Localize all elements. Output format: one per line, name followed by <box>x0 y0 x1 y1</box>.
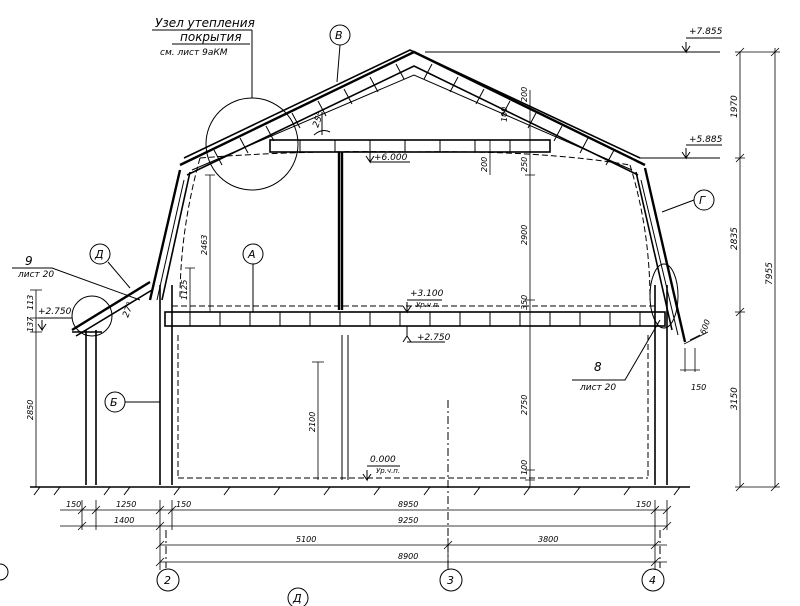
node-title-line2: покрытия <box>180 30 242 44</box>
dim-2835: 2835 <box>730 227 740 250</box>
ground-line <box>30 486 690 496</box>
grid-axes: 2 3 4 <box>0 400 665 592</box>
callouts: 9 лист 20 8 лист 20 <box>12 254 661 393</box>
node-label-b: Б <box>110 396 118 409</box>
callout-8: 8 <box>594 360 602 374</box>
dim-200-top: 200 <box>520 87 529 102</box>
elevation-ground: 0.000 <box>370 455 396 465</box>
right-dimensions: 1970 2835 3150 7955 <box>730 47 780 492</box>
callout-8-sheet: лист 20 <box>579 383 616 393</box>
dim-2750: 2750 <box>520 395 529 415</box>
dim-2100: 2100 <box>308 412 317 432</box>
roof <box>71 49 687 343</box>
axis-3: 3 <box>447 574 454 587</box>
dim-150-right: 150 <box>691 383 706 392</box>
dim-8900: 8900 <box>398 552 418 561</box>
angle-lower: 27° <box>121 301 136 319</box>
inner-dimensions: 200 100 200 250 2900 350 2750 100 2463 1… <box>26 87 712 487</box>
dim-200: 200 <box>480 157 489 172</box>
axis-2: 2 <box>164 574 171 587</box>
dim-100-bottom: 100 <box>520 460 529 475</box>
dim-2850: 2850 <box>26 400 35 420</box>
dim-137: 137 <box>26 316 35 332</box>
elevations: +7.855 +5.885 +6.000 +3.100 Ур.ч.п. +2.7… <box>37 27 723 482</box>
dim-100: 100 <box>500 107 509 122</box>
node-label-v: В <box>335 29 343 42</box>
dim-1400: 1400 <box>114 516 134 525</box>
attic-ceiling <box>179 139 651 301</box>
node-title: Узел утепления покрытия см. лист 9аКМ <box>152 16 255 98</box>
node-label-a: А <box>247 248 256 261</box>
dim-150-inner: 150 <box>176 500 191 509</box>
dim-250: 250 <box>520 157 529 172</box>
callout-9: 9 <box>25 254 33 268</box>
node-label-d-bottom: Д <box>292 592 302 605</box>
node-labels: В Г Д А Б Д <box>89 24 715 606</box>
dim-2900: 2900 <box>520 225 529 245</box>
dim-7955: 7955 <box>765 262 775 285</box>
elevation-porch: +2.750 <box>38 307 72 317</box>
elevation-attic-floor: +6.000 <box>374 153 408 163</box>
elevation-ridge-low: +5.885 <box>689 135 723 145</box>
dim-3150: 3150 <box>730 387 740 410</box>
dim-9250: 9250 <box>398 516 418 525</box>
elevation-ground-sub: Ур.ч.п. <box>376 467 400 475</box>
dim-600: 600 <box>698 318 712 335</box>
dim-1250: 1250 <box>116 500 136 509</box>
elevation-top: +7.855 <box>689 27 723 37</box>
axis-4: 4 <box>649 574 656 587</box>
node-label-g: Г <box>699 194 706 207</box>
elevation-floor2-beam: +2.750 <box>417 333 451 343</box>
elevation-floor2: +3.100 <box>410 289 444 299</box>
horizontal-dimensions: 150 1250 150 8950 150 1400 9250 5100 380… <box>60 500 672 570</box>
elevation-floor2-sub: Ур.ч.п. <box>416 301 440 309</box>
dim-1970: 1970 <box>730 95 740 118</box>
node-label-d: Д <box>94 248 104 261</box>
dim-150-right-h: 150 <box>636 500 651 509</box>
dim-3800: 3800 <box>538 535 558 544</box>
walls <box>72 152 668 485</box>
dim-5100: 5100 <box>296 535 316 544</box>
node-title-ref: см. лист 9аКМ <box>160 48 228 58</box>
dim-8950: 8950 <box>398 500 418 509</box>
dim-2463: 2463 <box>200 235 209 255</box>
dim-113: 113 <box>26 295 35 310</box>
dim-1125: 1125 <box>180 280 189 300</box>
dim-150-left: 150 <box>66 500 81 509</box>
floor-slab <box>164 305 666 327</box>
callout-9-sheet: лист 20 <box>17 270 54 280</box>
node-title-line1: Узел утепления <box>155 16 255 30</box>
dim-350: 350 <box>520 295 529 310</box>
